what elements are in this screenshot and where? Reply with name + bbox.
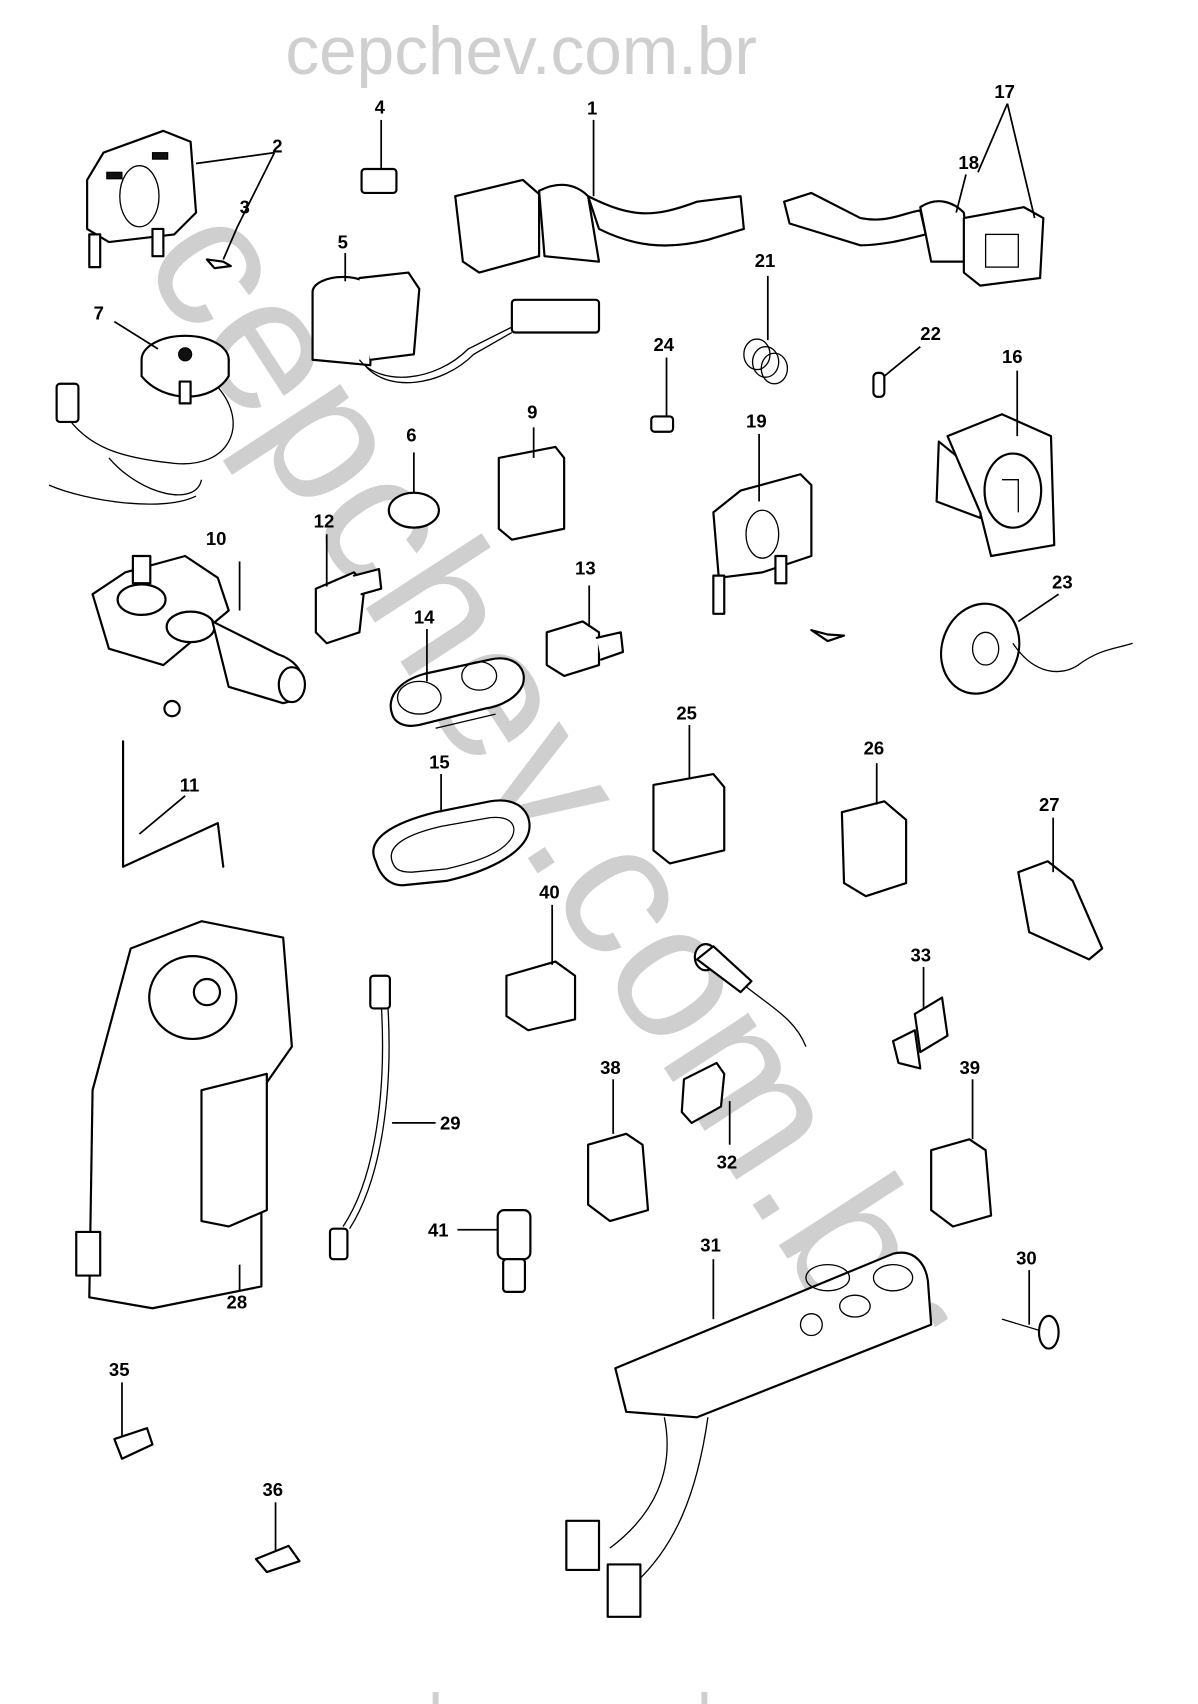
- part-7-sensor-illustration: [48, 334, 234, 505]
- part-9-relay-illustration: [497, 445, 566, 541]
- callout-35: 35: [109, 1359, 130, 1380]
- callout-26: 26: [864, 737, 885, 758]
- callout-23: 23: [1052, 572, 1073, 593]
- callout-3: 3: [240, 197, 250, 218]
- watermark-bottom: cepchev.com.br: [285, 1681, 757, 1704]
- callout-12: 12: [314, 511, 335, 532]
- callout-7: 7: [94, 302, 104, 323]
- part-35-clip-illustration: [113, 1427, 154, 1460]
- callout-31: 31: [700, 1235, 721, 1256]
- part-17-wiper-switch-illustration: [783, 191, 1045, 287]
- part-19-switch-housing-illustration: [712, 473, 813, 615]
- callout-38: 38: [600, 1057, 621, 1078]
- callout-39: 39: [959, 1057, 980, 1078]
- part-40-relay-illustration: [505, 960, 577, 1032]
- leader-lines: [113, 103, 1060, 1551]
- callout-27: 27: [1039, 794, 1060, 815]
- part-4-connector-illustration: [360, 167, 398, 195]
- callout-15: 15: [429, 752, 450, 773]
- callout-22: 22: [920, 323, 941, 344]
- part-24-clip-illustration: [650, 415, 675, 433]
- callout-16: 16: [1002, 346, 1023, 367]
- callout-19: 19: [746, 410, 767, 431]
- callout-32: 32: [717, 1152, 738, 1173]
- part-36-clip-illustration: [254, 1544, 301, 1574]
- part-2-switch-housing-illustration: [86, 129, 198, 269]
- callout-28: 28: [227, 1291, 248, 1312]
- callout-13: 13: [575, 558, 596, 579]
- callout-10: 10: [206, 528, 227, 549]
- part-13-module-illustration: [545, 620, 625, 678]
- callout-25: 25: [676, 703, 697, 724]
- clip-illustration: [810, 629, 846, 643]
- part-39-relay-illustration: [930, 1138, 993, 1228]
- part-3-clip-illustration: [205, 258, 232, 270]
- part-16-rotary-switch-illustration: [935, 413, 1056, 558]
- part-27-switch-illustration: [1017, 860, 1104, 961]
- part-29-lead-illustration: [328, 974, 391, 1261]
- part-1-switch-lever-illustration: [454, 178, 745, 274]
- callout-17: 17: [994, 81, 1015, 102]
- callout-18: 18: [958, 152, 979, 173]
- part-30-screw-illustration: [1001, 1314, 1060, 1350]
- callout-9: 9: [527, 402, 537, 423]
- callout-40: 40: [539, 881, 560, 902]
- callout-41: 41: [428, 1219, 449, 1240]
- part-23-contact-ring-illustration: [940, 602, 1133, 695]
- callout-1: 1: [587, 97, 597, 118]
- callout-36: 36: [262, 1479, 283, 1500]
- callout-21: 21: [755, 250, 776, 271]
- part-12-relay-illustration: [314, 568, 383, 645]
- part-31-switch-console-illustration: [565, 1251, 933, 1618]
- callout-5: 5: [338, 232, 348, 253]
- part-41-pressure-switch-illustration: [496, 1209, 532, 1293]
- callout-14: 14: [414, 607, 435, 628]
- callout-33: 33: [910, 945, 931, 966]
- part-6-button-cap-illustration: [387, 491, 440, 529]
- callout-11: 11: [180, 774, 200, 795]
- part-14-dual-switch-illustration: [389, 657, 525, 729]
- part-28-window-motor-illustration: [75, 920, 293, 1310]
- part-32-micro-switch-illustration: [680, 1061, 726, 1125]
- lamp-socket-illustration: [693, 943, 807, 1047]
- part-5-light-switch-illustration: [311, 271, 601, 384]
- part-10-wiper-motor-illustration: [91, 554, 307, 718]
- part-33-bracket-illustration: [891, 996, 949, 1070]
- part-11-rod-illustration: [121, 740, 225, 868]
- part-21-spring-illustration: [743, 338, 789, 385]
- callout-24: 24: [653, 334, 674, 355]
- callout-6: 6: [406, 425, 416, 446]
- part-25-relay-illustration: [652, 772, 726, 865]
- callout-29: 29: [440, 1112, 461, 1133]
- watermark-top: cepchev.com.br: [285, 14, 757, 89]
- part-38-relay-illustration: [587, 1132, 650, 1223]
- part-22-bulb-illustration: [872, 371, 886, 398]
- callout-30: 30: [1016, 1248, 1037, 1269]
- part-26-relay-illustration: [840, 800, 908, 898]
- callout-2: 2: [272, 136, 282, 157]
- part-15-bezel-illustration: [372, 799, 531, 887]
- callout-4: 4: [375, 96, 386, 117]
